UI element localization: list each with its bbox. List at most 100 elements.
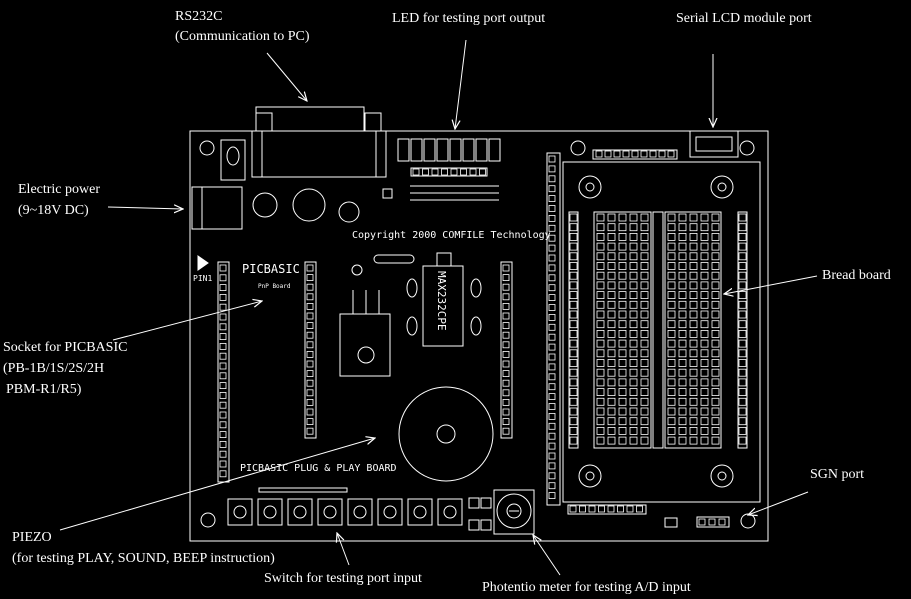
pin-hole — [629, 368, 638, 377]
pin-hole — [306, 398, 314, 406]
pin-hole — [306, 293, 314, 301]
pin-hole — [629, 359, 638, 367]
pin-hole — [640, 397, 649, 406]
pin-hole — [667, 407, 676, 416]
pin-hole — [667, 368, 676, 377]
pin-hole — [596, 252, 605, 261]
pin-hole — [640, 213, 649, 222]
pin-hole — [689, 320, 698, 329]
sgn-port — [664, 516, 730, 528]
pin-hole — [711, 349, 720, 358]
socket-sub2-label: PBM-R1/R5) — [6, 382, 82, 397]
pin-hole — [711, 300, 720, 309]
pin-hole — [607, 300, 616, 309]
pin-hole — [689, 436, 698, 445]
small-cap — [406, 316, 418, 336]
pin-hole — [618, 262, 627, 270]
pin-hole — [219, 342, 227, 350]
rs232-connector — [251, 106, 387, 178]
pin-hole — [700, 359, 709, 367]
board-title-label: PICBASIC PLUG & PLAY BOARD — [240, 463, 397, 474]
piezo-buzzer — [398, 386, 494, 482]
pin-hole — [479, 168, 486, 176]
pin-hole — [700, 426, 709, 435]
pin-hole — [640, 262, 649, 270]
pin-hole — [629, 320, 638, 329]
pin-hole — [596, 310, 605, 319]
pin-hole — [678, 300, 687, 309]
pin-hole — [569, 407, 578, 416]
pin-hole — [678, 359, 687, 367]
pin-hole — [689, 252, 698, 261]
pin-hole — [596, 320, 605, 329]
lcd-label: Serial LCD module port — [676, 11, 812, 26]
pin-hole — [689, 213, 698, 222]
pcb-outline — [189, 130, 769, 542]
pin-hole — [640, 378, 649, 387]
pin-hole — [689, 407, 698, 416]
pin-hole — [219, 401, 227, 409]
pin-hole — [596, 262, 605, 270]
pin-header — [500, 261, 513, 439]
pin-hole — [219, 323, 227, 331]
pin-hole — [607, 232, 616, 241]
pin-hole — [640, 281, 649, 290]
pin-hole — [711, 291, 720, 300]
pin-hole — [700, 368, 709, 377]
pin-hole — [711, 436, 720, 445]
pin-hole — [622, 150, 630, 158]
pin-hole — [708, 518, 716, 526]
pin-hole — [548, 403, 556, 410]
pin-hole — [219, 303, 227, 311]
pin-hole — [548, 224, 556, 232]
pin-hole — [667, 281, 676, 290]
pin-hole — [640, 436, 649, 445]
pin-hole — [689, 378, 698, 387]
pin-hole — [738, 397, 747, 406]
pin-hole — [618, 426, 627, 435]
pin-hole — [607, 271, 616, 280]
pin-hole — [667, 150, 675, 158]
pin-hole — [306, 427, 314, 435]
pin-hole — [689, 339, 698, 348]
pin-hole — [596, 349, 605, 358]
capacitor — [292, 188, 326, 222]
pin-hole — [569, 281, 578, 290]
pin-hole — [306, 360, 314, 368]
pin-hole — [548, 234, 556, 242]
pin-hole — [306, 274, 314, 282]
pin-hole — [711, 310, 720, 319]
pin-hole — [306, 264, 314, 272]
pin-hole — [711, 232, 720, 241]
pin-hole — [502, 293, 510, 301]
pin-hole — [596, 242, 605, 251]
pin-hole — [502, 264, 510, 272]
pin-hole — [618, 339, 627, 348]
pin-hole — [219, 450, 227, 458]
pin-hole — [629, 417, 638, 426]
pin-hole — [640, 310, 649, 319]
pin-hole — [711, 213, 720, 222]
small-cap — [470, 316, 482, 336]
pin-hole — [569, 271, 578, 280]
pin-hole — [626, 505, 634, 513]
pin-hole — [738, 349, 747, 358]
pin-hole — [431, 168, 439, 176]
pin-hole — [678, 368, 687, 377]
pin-hole — [596, 407, 605, 416]
pin-hole — [306, 331, 314, 339]
pin-hole — [689, 426, 698, 435]
pin-hole — [618, 388, 627, 397]
pin-hole — [306, 350, 314, 358]
pin-hole — [618, 213, 627, 222]
pin-hole — [678, 407, 687, 416]
pin-hole — [548, 244, 556, 252]
pin-hole — [640, 291, 649, 300]
pin-hole — [219, 391, 227, 399]
breadboard-holes — [219, 150, 747, 526]
pin-hole — [689, 368, 698, 377]
pin-hole — [700, 310, 709, 319]
pin-hole — [629, 213, 638, 222]
pin-hole — [607, 242, 616, 251]
pin-hole — [306, 408, 314, 416]
